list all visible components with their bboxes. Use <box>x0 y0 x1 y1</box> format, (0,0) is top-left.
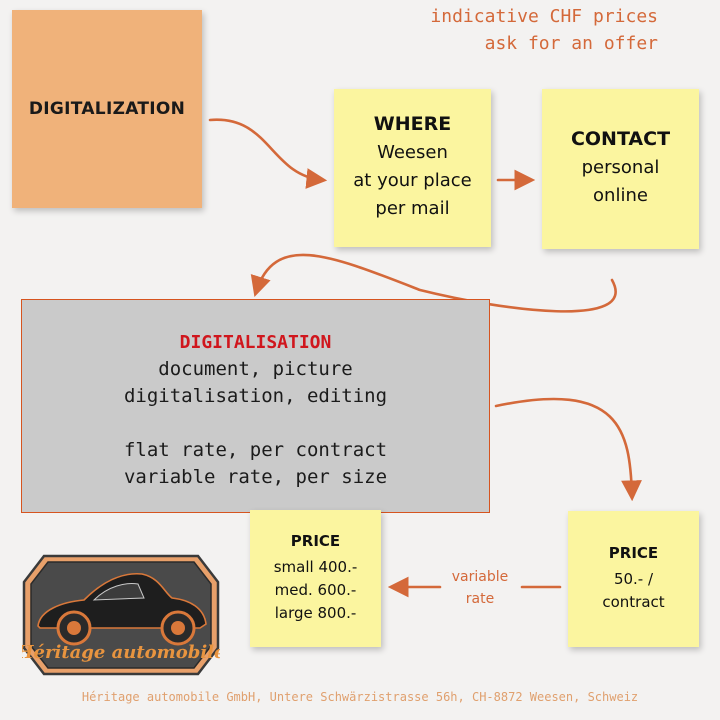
price-variable-line: small 400.- <box>273 558 358 576</box>
service-box-line: digitalisation, editing <box>123 385 388 407</box>
pricing-note-line2: ask for an offer <box>484 33 658 54</box>
price-variable-line: large 800.- <box>274 604 357 622</box>
price-flat-title: PRICE <box>608 544 659 562</box>
service-box-title: DIGITALISATION <box>179 332 332 353</box>
car-icon <box>37 572 207 646</box>
service-box-line: variable rate, per size <box>123 466 388 488</box>
service-box-line: flat rate, per contract <box>123 439 388 461</box>
contact-note: CONTACT personal online <box>542 89 699 249</box>
where-note-title: WHERE <box>373 113 452 135</box>
where-note-line: per mail <box>375 198 450 219</box>
pricing-note-line1: indicative CHF prices <box>430 6 658 27</box>
price-variable-title: PRICE <box>290 532 341 550</box>
variable-rate-label-line1: variable <box>451 569 509 585</box>
price-variable-line: med. 600.- <box>274 581 357 599</box>
contact-note-line: personal <box>581 157 660 178</box>
contact-note-title: CONTACT <box>570 128 671 150</box>
service-box-line: document, picture <box>158 358 353 380</box>
price-flat-line: 50.- / <box>613 570 654 588</box>
where-note-line: Weesen <box>377 142 448 163</box>
digitalization-note-title: DIGITALIZATION <box>28 99 186 119</box>
price-flat-note: PRICE 50.- / contract <box>568 511 699 647</box>
pricing-note: indicative CHF prices ask for an offer <box>430 3 658 57</box>
variable-rate-label: variable rate <box>440 566 520 610</box>
where-note-line: at your place <box>353 170 472 191</box>
contact-note-line: online <box>593 185 648 206</box>
service-box-line <box>22 410 489 437</box>
arrow-digitalization-to-where <box>208 118 328 189</box>
digitalisation-service-box: DIGITALISATION document, picture digital… <box>21 299 490 513</box>
where-note: WHERE Weesen at your place per mail <box>334 89 491 247</box>
heritage-automobile-logo: Héritage automobile <box>22 554 220 676</box>
variable-rate-label-line2: rate <box>465 591 495 607</box>
arrow-box-to-price-flat <box>494 397 642 502</box>
logo-wordmark: Héritage automobile <box>22 642 220 663</box>
footer-address: Héritage automobile GmbH, Untere Schwärz… <box>81 690 639 704</box>
arrow-contact-to-box <box>250 253 617 313</box>
price-variable-note: PRICE small 400.- med. 600.- large 800.- <box>250 510 381 647</box>
price-flat-line: contract <box>602 593 665 611</box>
digitalization-note: DIGITALIZATION <box>12 10 202 208</box>
